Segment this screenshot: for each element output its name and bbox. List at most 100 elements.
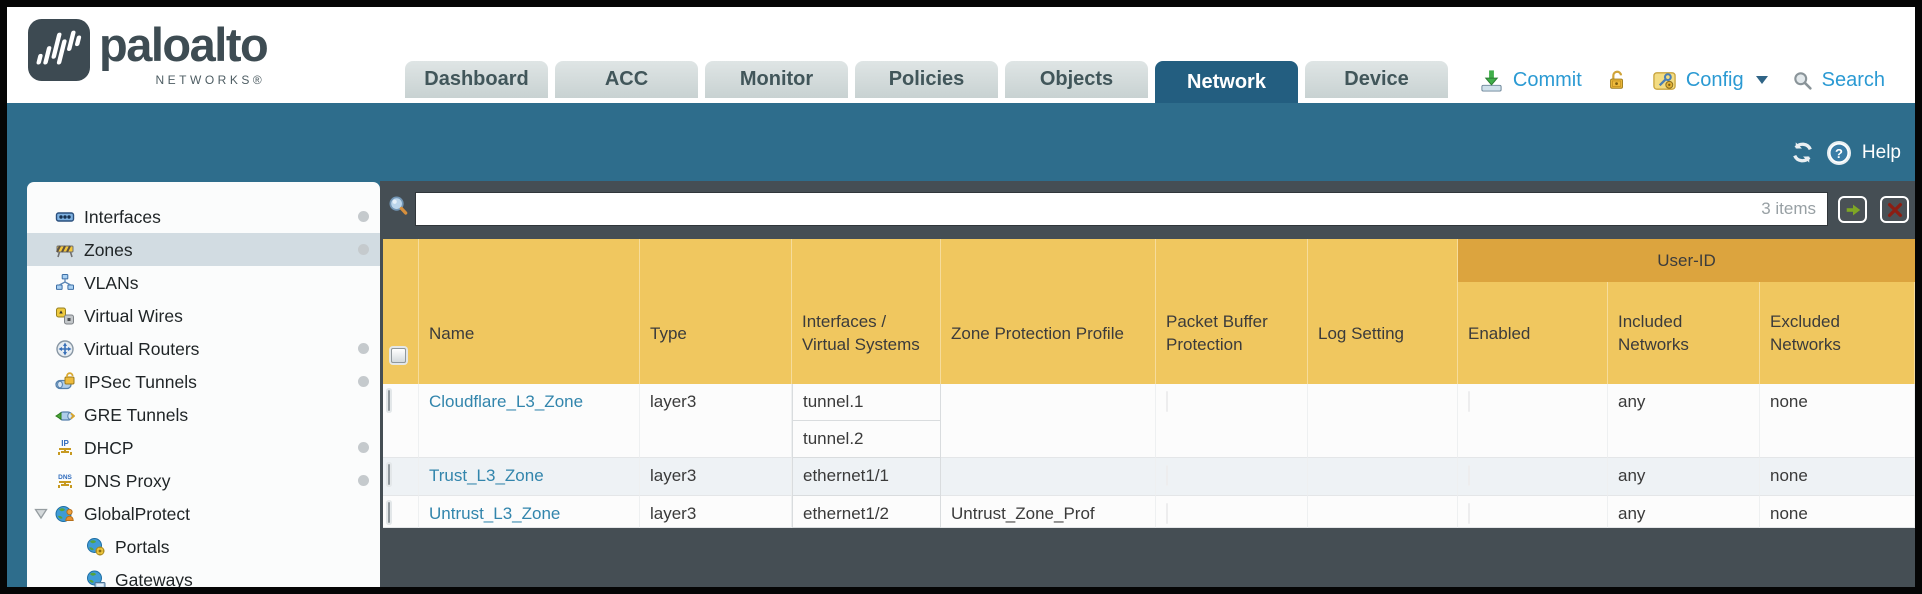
enabled-checkbox[interactable] — [1468, 503, 1470, 524]
tab-policies[interactable]: Policies — [855, 61, 998, 98]
column-header-type[interactable]: Type — [640, 239, 792, 384]
sidebar-item-label: Portals — [115, 536, 170, 557]
zone-name-link[interactable]: Trust_L3_Zone — [429, 466, 544, 485]
packet-buffer-cell — [1156, 384, 1308, 458]
sidebar-item-dns-proxy[interactable]: DNS DNS Proxy — [27, 464, 380, 497]
interface-cell: tunnel.2 — [792, 421, 941, 458]
sidebar-item-globalprotect[interactable]: GlobalProtect — [27, 497, 380, 530]
zones-icon — [55, 240, 75, 260]
help-icon[interactable]: ? — [1826, 140, 1852, 166]
sidebar-item-label: GRE Tunnels — [84, 404, 189, 425]
zone-name-link[interactable]: Cloudflare_L3_Zone — [429, 392, 584, 411]
sidebar-item-dhcp[interactable]: IP DHCP — [27, 431, 380, 464]
tab-acc[interactable]: ACC — [555, 61, 698, 98]
included-networks-cell: any — [1608, 458, 1760, 496]
column-header-enabled[interactable]: Enabled — [1458, 282, 1608, 384]
status-dot — [358, 244, 369, 255]
zone-protection-cell: Untrust_Zone_Prof — [941, 496, 1156, 528]
interfaces-icon — [55, 207, 75, 227]
sidebar-item-label: IPSec Tunnels — [84, 371, 197, 392]
sidebar-item-vlans[interactable]: VLANs — [27, 266, 380, 299]
enabled-checkbox[interactable] — [1468, 391, 1470, 412]
column-header-packet-buffer-protection[interactable]: Packet Buffer Protection — [1156, 239, 1308, 384]
row-checkbox[interactable] — [388, 502, 390, 523]
tab-monitor[interactable]: Monitor — [705, 61, 848, 98]
status-dot — [358, 376, 369, 387]
user-id-enabled-cell — [1458, 384, 1608, 458]
svg-text:IP: IP — [61, 439, 69, 448]
search-icon[interactable] — [1792, 70, 1813, 91]
config-icon[interactable] — [1652, 68, 1677, 93]
column-header-log-setting[interactable]: Log Setting — [1308, 239, 1458, 384]
zones-table: Name Type Interfaces / Virtual Systems Z… — [383, 239, 1915, 528]
sidebar-item-interfaces[interactable]: Interfaces — [27, 200, 380, 233]
zone-name-cell: Cloudflare_L3_Zone — [419, 384, 640, 458]
sidebar-item-label: GlobalProtect — [84, 503, 191, 524]
virtual-wires-icon — [55, 306, 75, 326]
green-arrow-icon — [1846, 204, 1860, 215]
lock-icon[interactable] — [1606, 69, 1628, 91]
packet-buffer-checkbox[interactable] — [1166, 503, 1168, 524]
select-all-cell — [383, 239, 419, 384]
brand-sub: NETWORKS® — [155, 73, 266, 87]
row-checkbox[interactable] — [388, 390, 390, 411]
help-label[interactable]: Help — [1861, 141, 1901, 163]
column-header-included-networks[interactable]: Included Networks — [1608, 282, 1760, 384]
expander-icon[interactable] — [34, 508, 48, 520]
interface-cell: ethernet1/2 — [792, 496, 941, 528]
sidebar-item-gre-tunnels[interactable]: GRE Tunnels — [27, 398, 380, 431]
sidebar-item-virtual-routers[interactable]: Virtual Routers — [27, 332, 380, 365]
brand-logo: paloalto NETWORKS® — [28, 19, 269, 87]
select-all-checkbox[interactable] — [391, 348, 406, 363]
sidebar-item-zones[interactable]: Zones — [27, 233, 380, 266]
gateways-icon — [86, 570, 106, 587]
config-link[interactable]: Config — [1685, 68, 1744, 91]
zone-protection-cell — [941, 384, 1156, 458]
log-setting-cell — [1308, 384, 1458, 458]
included-networks-cell: any — [1608, 496, 1760, 528]
search-link[interactable]: Search — [1821, 68, 1885, 91]
enabled-checkbox[interactable] — [1468, 465, 1470, 486]
sidebar-item-label: Virtual Wires — [84, 305, 183, 326]
main-content: 3 items Name Type Interfaces / Virtual S… — [380, 181, 1915, 587]
commit-icon[interactable] — [1479, 68, 1504, 93]
sidebar-item-label: Zones — [84, 239, 133, 260]
commit-link[interactable]: Commit — [1512, 68, 1582, 91]
clear-filter-button[interactable] — [1880, 196, 1909, 223]
refresh-icon[interactable] — [1789, 139, 1816, 166]
sidebar-item-label: DHCP — [84, 437, 134, 458]
app-window: paloalto NETWORKS® Dashboard ACC Monitor… — [7, 7, 1915, 587]
packet-buffer-checkbox[interactable] — [1166, 465, 1168, 486]
row-select-cell — [383, 496, 419, 528]
config-dropdown-caret-icon[interactable] — [1755, 76, 1768, 84]
column-header-excluded-networks[interactable]: Excluded Networks — [1760, 282, 1915, 384]
item-count: 3 items — [1761, 199, 1816, 218]
row-checkbox[interactable] — [388, 464, 390, 485]
top-utilities: Commit Config — [1479, 61, 1885, 99]
column-header-zone-protection-profile[interactable]: Zone Protection Profile — [941, 239, 1156, 384]
sidebar-item-label: DNS Proxy — [84, 470, 171, 491]
apply-filter-button[interactable] — [1838, 196, 1867, 223]
zone-name-link[interactable]: Untrust_L3_Zone — [429, 504, 561, 523]
packet-buffer-checkbox[interactable] — [1166, 391, 1168, 412]
sidebar-item-portals[interactable]: Portals — [27, 530, 380, 563]
sidebar-item-gateways[interactable]: Gateways — [27, 563, 380, 587]
filter-input[interactable] — [415, 192, 1828, 226]
status-dot — [358, 343, 369, 354]
tab-dashboard[interactable]: Dashboard — [405, 61, 548, 98]
column-header-interfaces[interactable]: Interfaces / Virtual Systems — [792, 239, 941, 384]
dhcp-icon: IP — [55, 438, 75, 458]
zone-type-cell: layer3 — [640, 384, 792, 458]
tab-objects[interactable]: Objects — [1005, 61, 1148, 98]
dns-proxy-icon: DNS — [55, 471, 75, 491]
tab-network[interactable]: Network — [1155, 61, 1298, 103]
svg-text:?: ? — [1835, 146, 1843, 161]
sidebar-item-label: Gateways — [115, 569, 193, 588]
paloalto-logo-icon — [28, 19, 90, 81]
sidebar-item-virtual-wires[interactable]: Virtual Wires — [27, 299, 380, 332]
zone-name-cell: Trust_L3_Zone — [419, 458, 640, 496]
sidebar-item-ipsec-tunnels[interactable]: IPSec Tunnels — [27, 365, 380, 398]
column-header-name[interactable]: Name — [419, 239, 640, 384]
tab-device[interactable]: Device — [1305, 61, 1448, 98]
user-id-enabled-cell — [1458, 458, 1608, 496]
